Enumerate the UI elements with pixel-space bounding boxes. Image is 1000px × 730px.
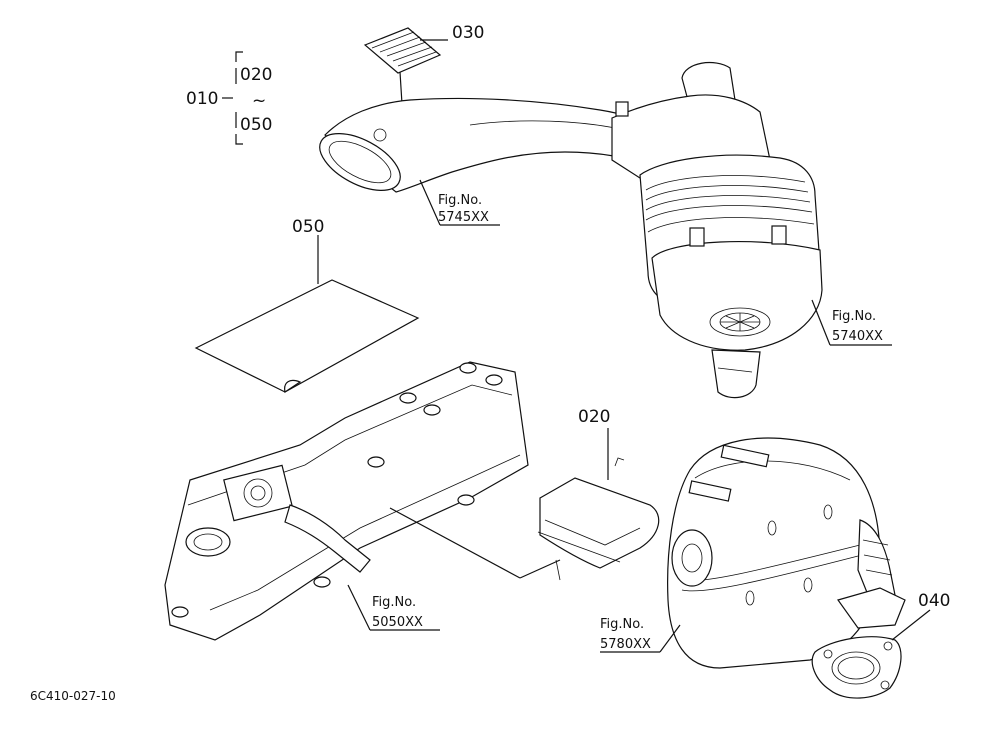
label-050-range-end: 050	[240, 115, 272, 135]
part-050-sheet	[194, 235, 420, 393]
label-040: 040	[918, 591, 950, 611]
group-bracket	[222, 51, 243, 145]
figref-5745xx-number: 5745XX	[438, 210, 489, 225]
figref-5050xx-label: Fig.No.	[372, 595, 416, 610]
figref-5745xx-label: Fig.No.	[438, 193, 482, 208]
drawing-code: 6C410-027-10	[30, 689, 116, 703]
air-cleaner-assembly	[611, 61, 892, 399]
figref-5050xx-number: 5050XX	[372, 615, 423, 630]
label-030: 030	[452, 23, 484, 43]
label-050: 050	[292, 217, 324, 237]
figref-5780xx-label: Fig.No.	[600, 617, 644, 632]
figref-5740xx-number: 5740XX	[832, 329, 883, 344]
label-020: 020	[578, 407, 610, 427]
part-020-heat-shield	[389, 428, 660, 581]
figref-5780xx-number: 5780XX	[600, 637, 651, 652]
figref-5740xx-label: Fig.No.	[832, 309, 876, 324]
muffler-assembly	[600, 437, 906, 669]
label-020-range-start: 020	[240, 65, 272, 85]
part-040-gasket	[811, 609, 931, 699]
label-range-tilde: ~	[252, 91, 266, 111]
label-010: 010	[186, 89, 218, 109]
head-cover-assembly	[164, 361, 529, 641]
part-030-sticker	[363, 27, 448, 121]
